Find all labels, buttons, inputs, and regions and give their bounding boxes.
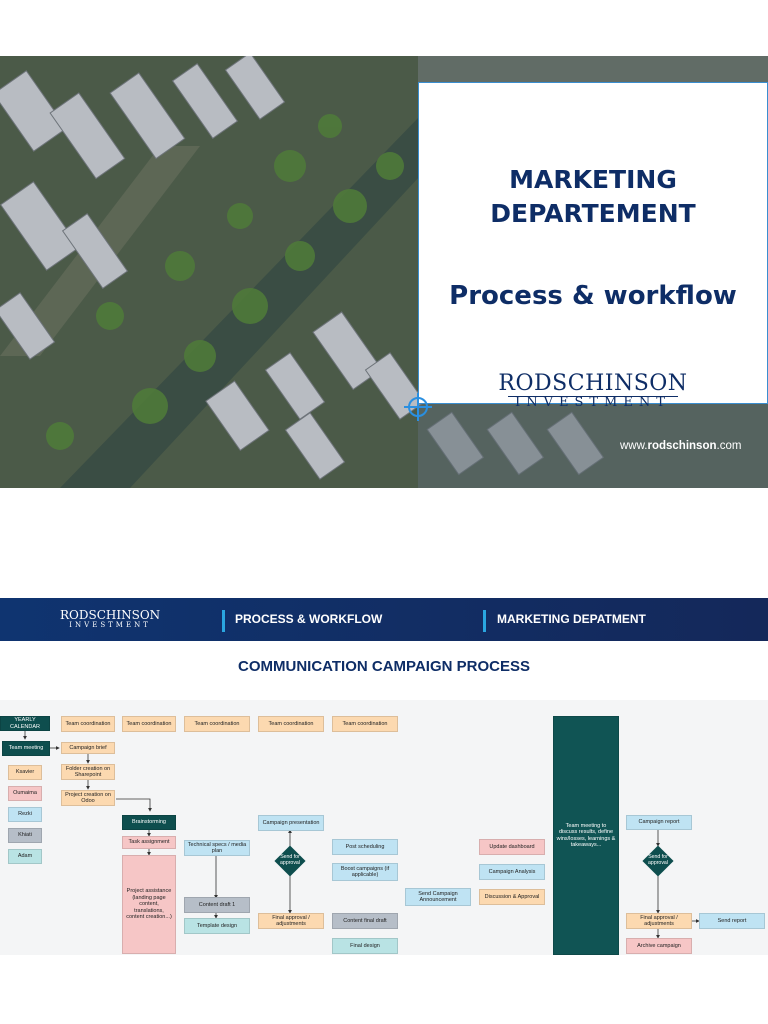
technical-specs-node: Technical specs / media plan <box>184 840 250 856</box>
banner-department: MARKETING DEPATMENT <box>497 612 646 626</box>
participant-node: Adam <box>8 849 42 864</box>
team-coordination-node: Team coordination <box>122 716 176 732</box>
approval-decision-label: Send for approval <box>280 854 300 866</box>
participant-node: Rezki <box>8 807 42 822</box>
final-approval-node: Final approval / adjustments <box>626 913 692 929</box>
team-coordination-node: Team coordination <box>258 716 324 732</box>
discussion-approval-node: Discussion & Approval <box>479 889 545 905</box>
banner-logo-line-1: RODSCHINSON <box>60 608 161 622</box>
project-creation-node: Project creation on Odoo <box>61 790 115 806</box>
logo-line-2: INVESTMENT <box>515 395 671 410</box>
campaign-brief-node: Campaign brief <box>61 742 115 754</box>
task-assignment-node: Task assignment <box>122 836 176 849</box>
content-final-draft-node: Content final draft <box>332 913 398 929</box>
banner-logo: RODSCHINSON INVESTMENT <box>60 608 160 629</box>
team-meeting-node: Team meeting <box>2 741 50 756</box>
content-draft-node: Content draft 1 <box>184 897 250 913</box>
team-coordination-node: Team coordination <box>184 716 250 732</box>
diagram-title: COMMUNICATION CAMPAIGN PROCESS <box>238 658 530 675</box>
archive-campaign-node: Archive campaign <box>626 938 692 954</box>
banner-divider <box>483 610 486 632</box>
title-slide: MARKETING DEPARTEMENT Process & workflow… <box>0 56 768 488</box>
post-scheduling-node: Post scheduling <box>332 839 398 855</box>
title-line-1: MARKETING <box>509 165 677 194</box>
update-dashboard-node: Update dashboard <box>479 839 545 855</box>
final-approval-node: Final approval / adjustments <box>258 913 324 929</box>
banner-logo-line-2: INVESTMENT <box>69 621 151 629</box>
send-report-node: Send report <box>699 913 765 929</box>
header-banner: RODSCHINSON INVESTMENT PROCESS & WORKFLO… <box>0 598 768 641</box>
title-line-2: DEPARTEMENT <box>490 199 696 228</box>
send-announcement-node: Send Campaign Announcement <box>405 888 471 906</box>
template-design-node: Template design <box>184 918 250 934</box>
logo-rule <box>508 396 678 397</box>
campaign-presentation-node: Campaign presentation <box>258 815 324 831</box>
website-url: www.rodschinson.com <box>620 440 742 452</box>
boost-campaigns-node: Boost campaigns (if applicable) <box>332 863 398 881</box>
banner-divider <box>222 610 225 632</box>
flow-connectors <box>23 731 700 939</box>
participant-node: Khiati <box>8 828 42 843</box>
team-coordination-node: Team coordination <box>332 716 398 732</box>
team-meeting-results-node: Team meeting to discuss results, define … <box>553 716 619 955</box>
participant-node: Ksavier <box>8 765 42 780</box>
process-slide: RODSCHINSON INVESTMENT PROCESS & WORKFLO… <box>0 598 768 955</box>
final-design-node: Final design <box>332 938 398 954</box>
company-logo: RODSCHINSON INVESTMENT <box>419 371 767 410</box>
brainstorming-node: Brainstorming <box>122 815 176 830</box>
crosshair-icon <box>404 393 432 421</box>
logo-line-1: RODSCHINSON <box>498 371 688 396</box>
subtitle: Process & workflow <box>449 281 737 311</box>
team-coordination-node: Team coordination <box>61 716 115 732</box>
campaign-analysis-node: Campaign Analysis <box>479 864 545 880</box>
banner-section: PROCESS & WORKFLOW <box>235 612 383 626</box>
title-panel: MARKETING DEPARTEMENT Process & workflow… <box>418 82 768 410</box>
approval-decision-label: Send for approval <box>648 854 668 866</box>
project-assistance-node: Project assistance (landing page content… <box>122 855 176 954</box>
campaign-report-node: Campaign report <box>626 815 692 830</box>
folder-creation-node: Folder creation on Sharepoint <box>61 764 115 780</box>
participant-node: Oumaima <box>8 786 42 801</box>
yearly-calendar-node: YEARLY CALENDAR <box>0 716 50 731</box>
